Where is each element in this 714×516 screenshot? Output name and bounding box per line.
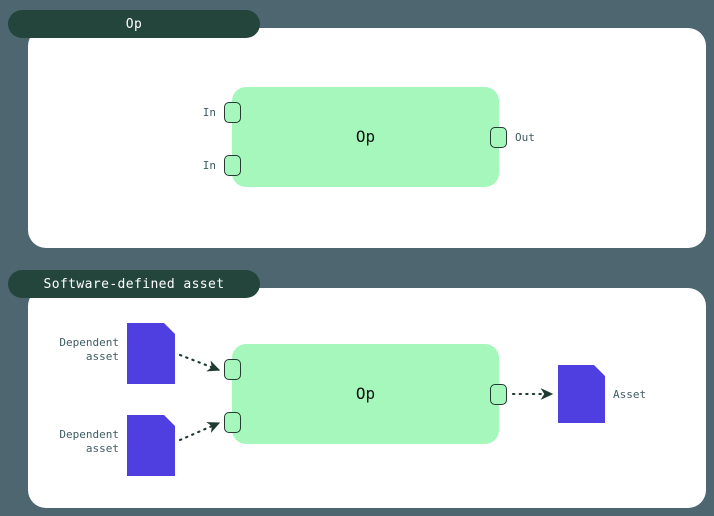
op-input-port-2-label: In [202, 159, 216, 172]
panel-op-tab-label: Op [125, 16, 143, 32]
output-asset-shape[interactable] [558, 365, 605, 423]
dependent-asset-shape-2[interactable] [127, 415, 175, 476]
asset-op-input-port-1[interactable] [224, 359, 241, 380]
op-node-label: Op [355, 127, 376, 146]
panel-op: Op Op In In Out [0, 0, 714, 256]
asset-op-node-label: Op [355, 384, 376, 403]
op-input-port-2[interactable] [224, 155, 241, 176]
panel-software-defined-asset: Software-defined asset Op Dependent asse… [0, 260, 714, 516]
panel-asset-canvas: Op Dependent asset Dependent asset Asset [0, 260, 714, 516]
connector-dependent-asset-2 [178, 421, 221, 442]
panel-asset-tab[interactable]: Software-defined asset [8, 270, 260, 298]
panel-op-tab[interactable]: Op [8, 10, 260, 38]
dependent-asset-shape-1[interactable] [127, 323, 175, 384]
asset-op-output-port-1[interactable] [490, 384, 507, 405]
op-output-port-1[interactable] [490, 127, 507, 148]
panel-asset-tab-label: Software-defined asset [43, 276, 225, 292]
asset-op-node-body[interactable]: Op [232, 344, 499, 444]
dependent-asset-label-1: Dependent asset [59, 336, 119, 363]
connector-dependent-asset-1 [178, 353, 221, 372]
output-asset-label: Asset [613, 388, 647, 401]
op-output-port-1-label: Out [515, 131, 535, 144]
dependent-asset-label-2: Dependent asset [59, 428, 119, 455]
op-node-body[interactable]: Op [232, 87, 499, 187]
op-input-port-1-label: In [202, 106, 216, 119]
op-input-port-1[interactable] [224, 102, 241, 123]
asset-op-input-port-2[interactable] [224, 412, 241, 433]
panel-op-canvas: Op In In Out [0, 0, 714, 256]
